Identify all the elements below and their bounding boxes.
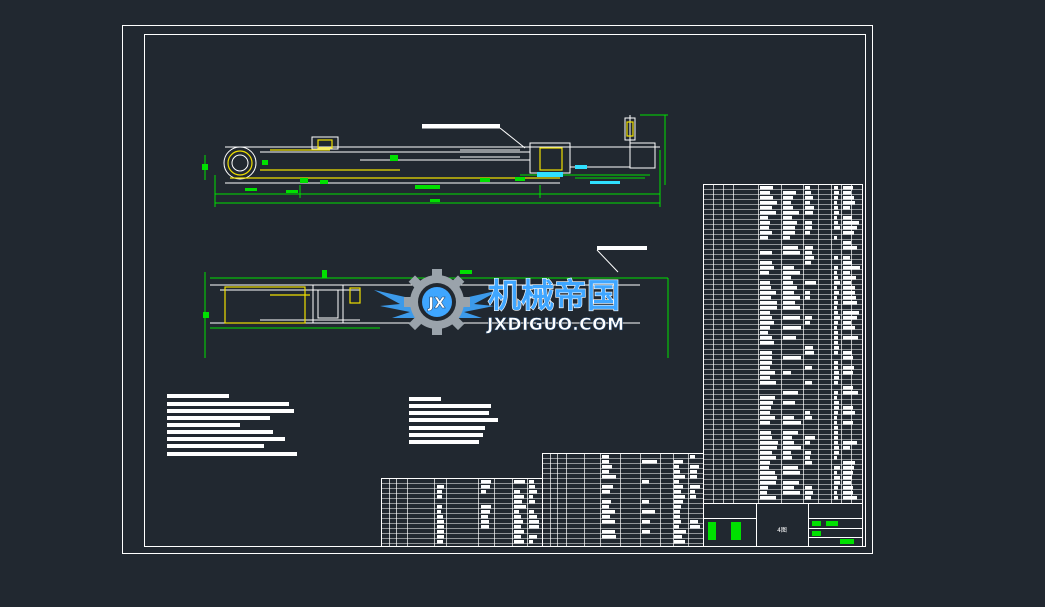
gear-emblem-icon xyxy=(404,269,470,335)
watermark-brand-en: JXDIGUO.COM xyxy=(486,315,625,335)
technical-notes-right xyxy=(409,397,498,444)
watermark-brand-cn: 机械帝国 xyxy=(488,276,620,315)
plan-view[interactable] xyxy=(203,246,669,358)
elevation-view[interactable] xyxy=(202,114,668,207)
watermark: JX 机械帝国 JXDIGUO.COM xyxy=(374,269,625,335)
sheet-outer-border xyxy=(122,25,873,554)
title-block: 4图 xyxy=(703,503,863,547)
drawing-title: 4图 xyxy=(777,527,787,534)
technical-notes-left xyxy=(167,394,297,456)
watermark-emblem-text: JX xyxy=(427,294,446,312)
bill-of-materials-tables xyxy=(381,184,863,547)
